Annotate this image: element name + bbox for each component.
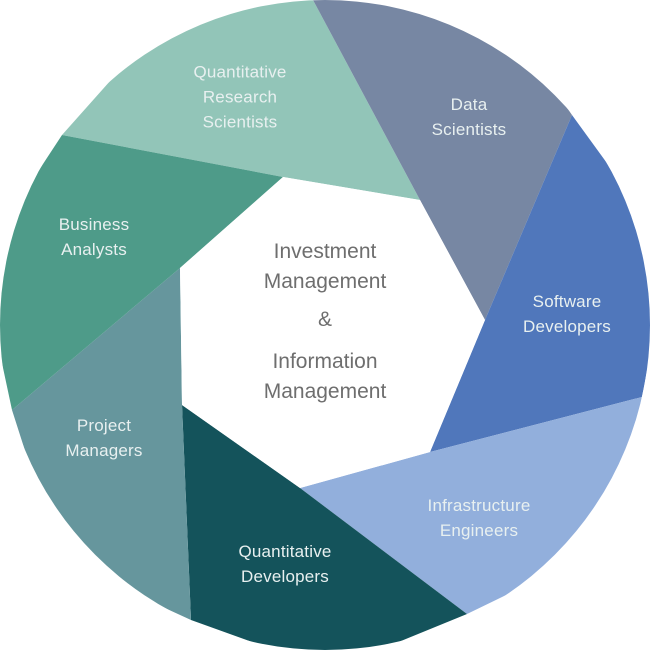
- label-data-scientists: Data Scientists: [432, 92, 507, 142]
- label-line: Project: [76, 416, 132, 435]
- center-line-management-1: Management: [263, 270, 387, 293]
- label-line: Business: [58, 215, 130, 234]
- label-software-developers: Software Developers: [523, 289, 611, 339]
- label-business-analysts: Business Analysts: [59, 212, 130, 262]
- segment-software-developers: [430, 115, 650, 452]
- label-line: Software: [532, 292, 602, 311]
- segment-data-scientists: [313, 0, 572, 320]
- label-line: Scientists: [431, 120, 507, 139]
- label-line: Quantitative: [238, 542, 332, 561]
- label-line: Infrastructure: [427, 496, 531, 515]
- label-line: Developers: [241, 567, 329, 586]
- center-title: Investment Management & Information Mana…: [264, 237, 387, 407]
- label-line: Data: [450, 95, 488, 114]
- center-line-information: Information: [272, 350, 378, 373]
- label-line: Analysts: [61, 240, 127, 259]
- center-ampersand: &: [317, 308, 333, 331]
- label-line: Scientists: [202, 112, 278, 132]
- label-line: Quantitative: [193, 62, 287, 82]
- label-line: Engineers: [439, 521, 519, 540]
- label-line: Developers: [523, 317, 611, 336]
- segment-business-analysts: [0, 135, 283, 410]
- label-line: Managers: [65, 441, 143, 460]
- center-line-investment: Investment: [273, 240, 377, 263]
- label-quantitative-developers: Quantitative Developers: [238, 539, 331, 589]
- center-hexagon: [180, 177, 485, 488]
- label-project-managers: Project Managers: [65, 413, 142, 463]
- label-infrastructure-engineers: Infrastructure Engineers: [428, 493, 531, 543]
- label-line: Research: [202, 87, 278, 107]
- label-quantitative-research-scientists: Quantitative Research Scientists: [193, 60, 286, 135]
- segment-quantitative-developers: [182, 405, 467, 650]
- center-line-management-2: Management: [263, 380, 387, 403]
